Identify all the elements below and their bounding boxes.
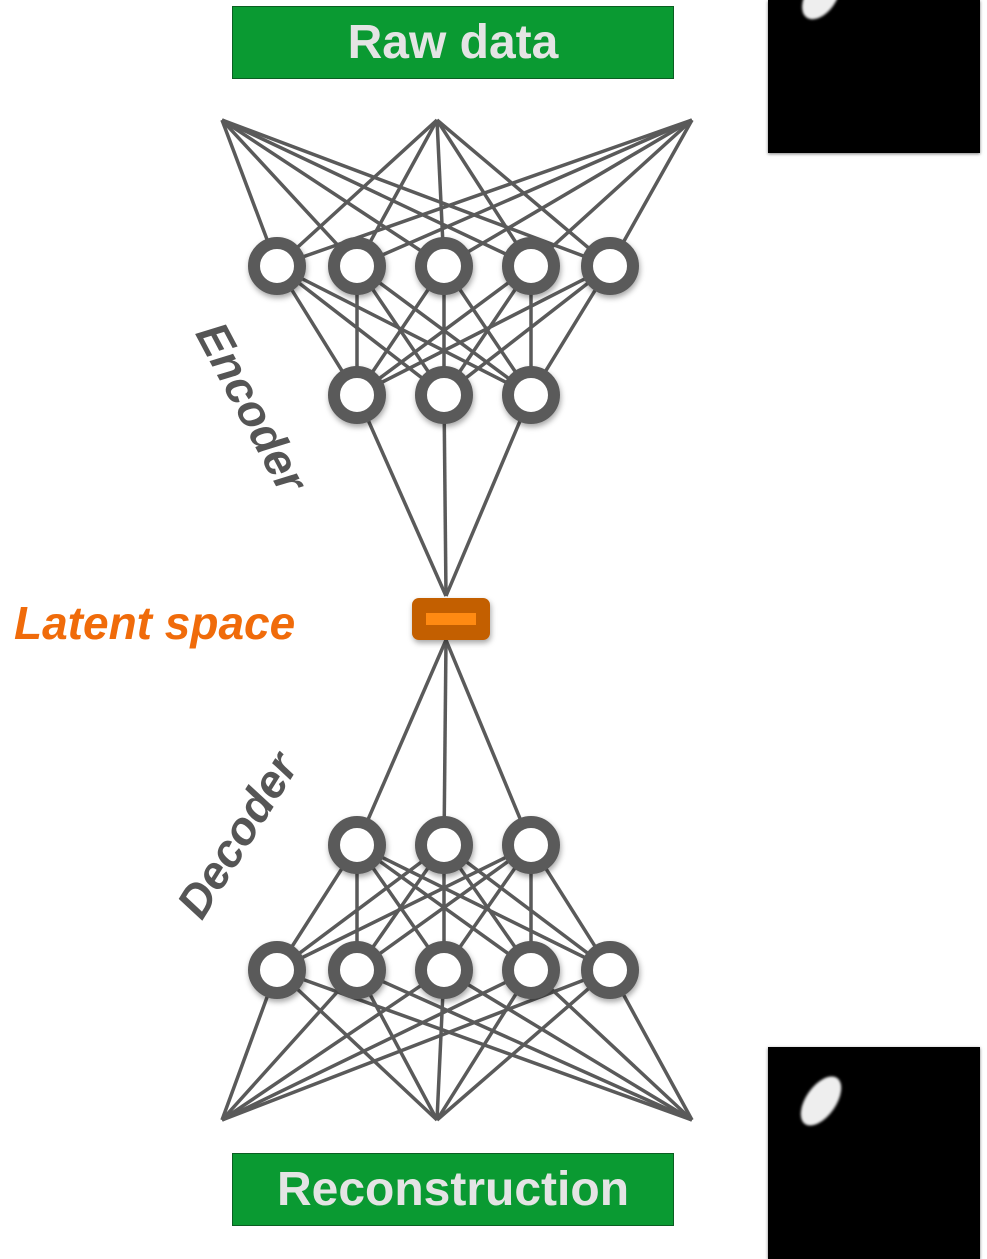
decoder-node-layer2: [502, 941, 560, 999]
encoder-input-connection: [529, 118, 694, 268]
encoder-node-layer1: [502, 237, 560, 295]
decoder-hidden-connection: [355, 843, 533, 972]
decoder-latent-connection: [444, 639, 533, 846]
encoder-node-layer1: [248, 237, 306, 295]
decoder-latent-connection: [442, 639, 448, 846]
encoder-node-layer2: [415, 366, 473, 424]
decoder-output-connection: [529, 968, 694, 1122]
decoder-node-layer1: [502, 816, 560, 874]
decoder-hidden-connection: [276, 843, 532, 972]
decoder-output-connection: [435, 968, 612, 1122]
decoder-node-layer2: [248, 941, 306, 999]
latent-space-label: Latent space: [14, 597, 296, 649]
decoder-node-layer2: [581, 941, 639, 999]
reconstruction-label: Reconstruction: [276, 1163, 630, 1216]
encoder-hidden-connection: [442, 264, 612, 397]
reconstruction-box: Reconstruction: [232, 1153, 674, 1226]
encoder-node-layer2: [328, 366, 386, 424]
encoder-latent-connection: [442, 394, 448, 597]
encoder-hidden-connection: [275, 264, 446, 397]
encoder-node-layer2: [502, 366, 560, 424]
decoder-output-connection: [435, 969, 533, 1121]
decoder-node-layer1: [415, 816, 473, 874]
decoder-hidden-connection: [356, 843, 611, 972]
decoder-hidden-connection: [442, 843, 612, 972]
encoder-input-connection: [356, 118, 693, 268]
input-image-thumbnail: [768, 0, 980, 153]
decoder-output-connection: [220, 968, 359, 1122]
decoder-node-layer2: [328, 941, 386, 999]
decoder-node-layer1: [328, 816, 386, 874]
reconstructed-blob: [792, 1069, 850, 1133]
reconstructed-image-thumbnail: [768, 1047, 980, 1259]
encoder-latent-connection: [444, 394, 533, 597]
encoder-input-connection: [275, 118, 439, 268]
decoder-output-connection: [221, 968, 445, 1122]
decoder-latent-connection: [355, 639, 448, 846]
encoder-input-connection: [220, 118, 359, 268]
encoder-node-layer1: [581, 237, 639, 295]
encoder-node-layer1: [328, 237, 386, 295]
encoder-hidden-connection: [355, 264, 533, 397]
latent-space-inner: [426, 613, 476, 625]
decoder-hidden-connection: [275, 843, 446, 972]
encoder-latent-connection: [355, 394, 448, 597]
encoder-node-layer1: [415, 237, 473, 295]
decoder-output-connection: [221, 968, 532, 1122]
encoder-input-connection: [221, 118, 445, 268]
raw-data-box: Raw data: [232, 6, 674, 79]
decoder-output-connection: [275, 968, 439, 1122]
decoder-node-layer2: [415, 941, 473, 999]
raw-data-label: Raw data: [347, 16, 559, 69]
encoder-hidden-connection: [356, 264, 611, 397]
encoder-input-connection: [221, 118, 532, 268]
encoder-hidden-connection: [276, 264, 532, 397]
decoder-output-connection: [443, 968, 693, 1122]
encoder-input-connection: [443, 118, 693, 268]
